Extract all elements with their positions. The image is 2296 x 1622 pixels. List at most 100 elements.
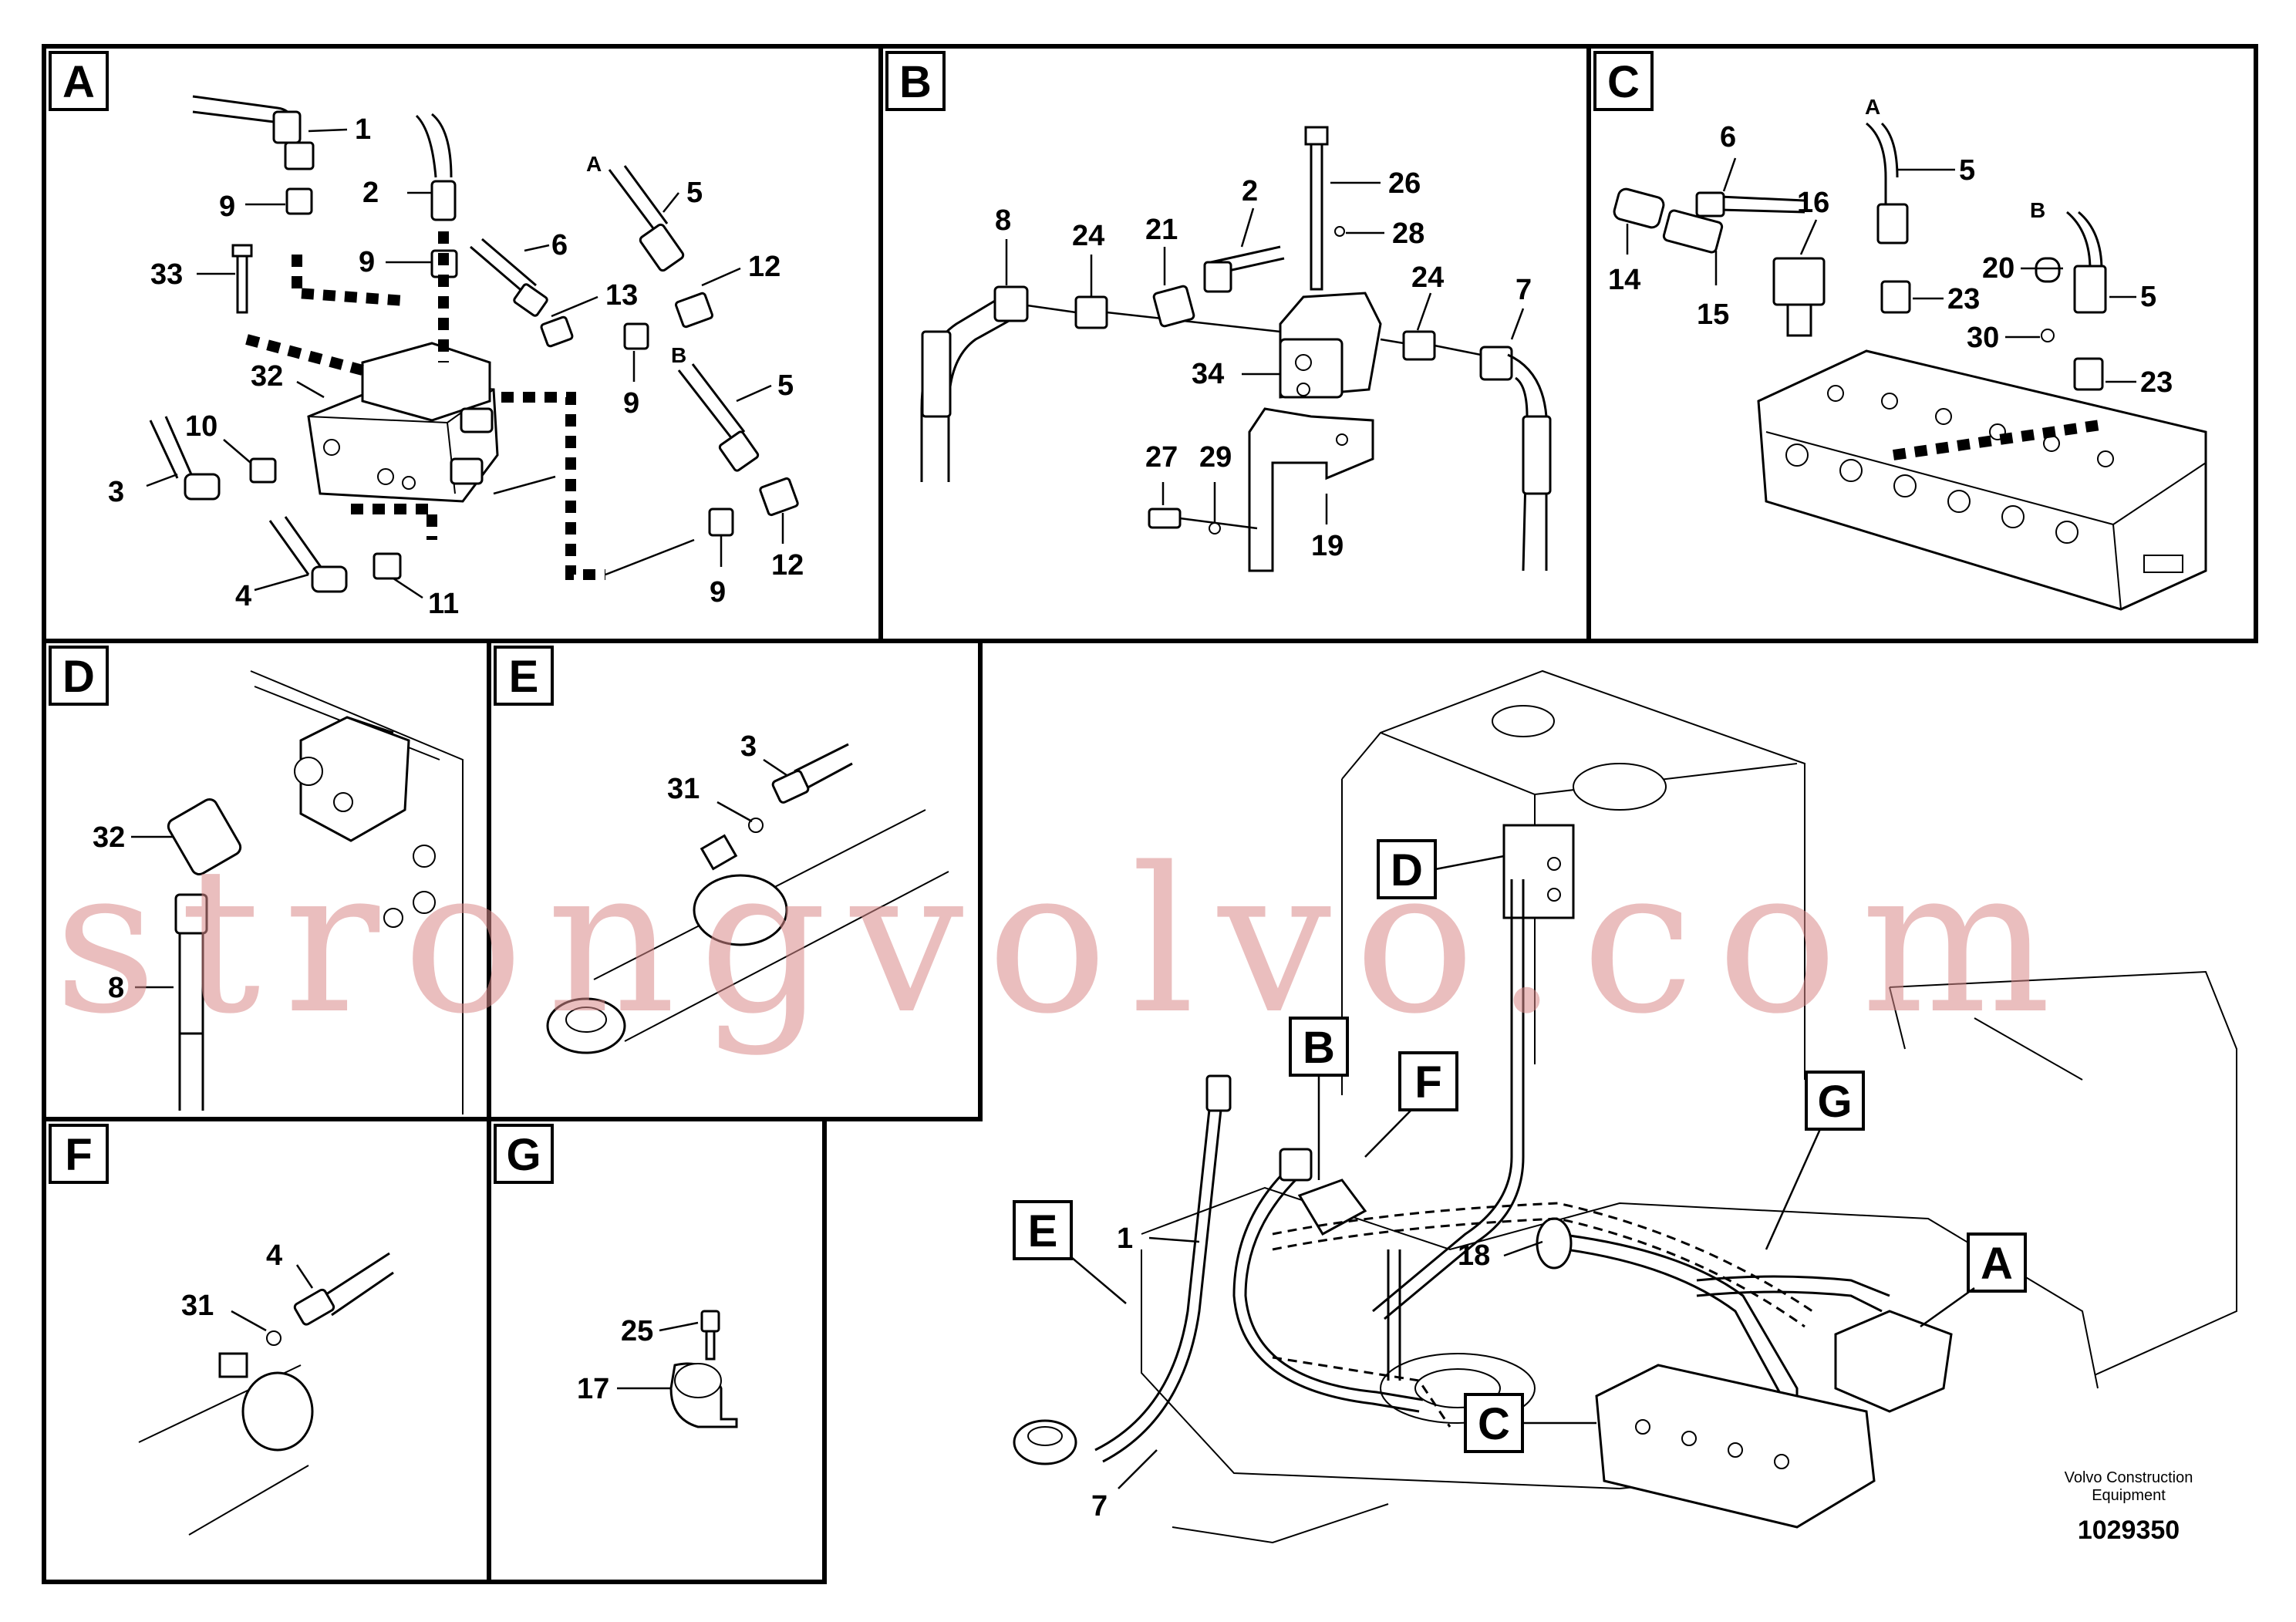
svg-text:31: 31 <box>667 773 700 805</box>
main-tag-d: D <box>1377 839 1505 899</box>
panel-a-drawing <box>149 95 799 593</box>
svg-text:23: 23 <box>2140 366 2173 399</box>
svg-text:D: D <box>1391 845 1423 895</box>
svg-text:24: 24 <box>1072 220 1104 252</box>
svg-text:7: 7 <box>1091 1490 1108 1523</box>
panel-f-frame <box>42 1117 491 1584</box>
svg-text:31: 31 <box>181 1290 214 1322</box>
svg-text:5: 5 <box>2140 281 2156 313</box>
svg-text:25: 25 <box>621 1315 653 1347</box>
svg-text:29: 29 <box>1199 441 1232 474</box>
svg-text:D: D <box>62 652 95 702</box>
svg-text:17: 17 <box>577 1373 609 1405</box>
svg-text:8: 8 <box>995 204 1011 237</box>
svg-text:12: 12 <box>748 251 781 283</box>
svg-text:8: 8 <box>108 972 124 1004</box>
svg-text:9: 9 <box>710 576 726 609</box>
panel-g-callouts: 25 17 <box>577 1315 699 1405</box>
svg-text:F: F <box>65 1130 92 1180</box>
svg-text:5: 5 <box>686 177 703 209</box>
panel-a-frame <box>42 44 883 643</box>
panel-g-drawing <box>669 1310 738 1428</box>
svg-text:12: 12 <box>771 549 804 582</box>
svg-text:23: 23 <box>1947 283 1980 315</box>
panel-g-frame <box>487 1117 827 1584</box>
svg-text:3: 3 <box>108 476 124 508</box>
panel-b-tag: B <box>885 51 946 111</box>
panel-g-tag: G <box>494 1124 554 1184</box>
panel-e-tag: E <box>494 646 554 706</box>
svg-text:A: A <box>62 57 95 107</box>
svg-text:5: 5 <box>1959 154 1975 187</box>
panel-b-frame <box>878 44 1591 643</box>
panel-c-tag: C <box>1593 51 1654 111</box>
main-callouts: 1 18 7 <box>1091 1222 1543 1523</box>
panel-c-callouts: 6 5 16 14 15 20 5 23 30 23 23 A B <box>1608 95 2173 399</box>
svg-text:33: 33 <box>150 258 183 291</box>
svg-text:28: 28 <box>1392 218 1424 250</box>
svg-text:B: B <box>899 57 932 107</box>
svg-text:Equipment: Equipment <box>2092 1487 2166 1504</box>
panel-d-callouts: 32 8 <box>93 821 174 1004</box>
svg-text:C: C <box>1478 1399 1510 1449</box>
svg-text:F: F <box>1414 1057 1441 1108</box>
svg-text:34: 34 <box>1192 358 1224 390</box>
panel-b-callouts: 26 2 28 8 24 21 24 7 34 27 29 19 <box>995 167 1532 562</box>
svg-text:9: 9 <box>623 387 639 420</box>
main-tag-e: E <box>1013 1200 1127 1304</box>
panel-a-tag: A <box>49 51 109 111</box>
svg-text:1: 1 <box>355 113 371 146</box>
svg-text:B: B <box>2030 198 2045 222</box>
svg-text:7: 7 <box>1515 274 1532 306</box>
main-tag-f: F <box>1364 1051 1458 1158</box>
svg-text:20: 20 <box>1982 252 2014 285</box>
watermark: strongvolvo.com <box>54 825 2074 1058</box>
svg-text:5: 5 <box>777 369 794 402</box>
svg-text:B: B <box>1303 1023 1335 1073</box>
main-assembly-drawing <box>1013 669 2237 1544</box>
panel-f-tag: F <box>49 1124 109 1184</box>
svg-text:21: 21 <box>1145 214 1178 246</box>
svg-text:27: 27 <box>1145 441 1178 474</box>
svg-text:4: 4 <box>266 1239 282 1272</box>
panel-a-callouts: 1 9 2 9 33 6 13 5 12 32 10 3 4 11 9 5 12… <box>108 113 804 620</box>
main-tag-c: C <box>1464 1393 1596 1453</box>
svg-text:Volvo Construction: Volvo Construction <box>2065 1469 2193 1486</box>
svg-text:11: 11 <box>428 588 459 620</box>
panel-e-callouts: 3 31 <box>667 730 787 823</box>
svg-text:16: 16 <box>1797 187 1829 219</box>
panel-b-drawing <box>920 126 1552 572</box>
svg-text:6: 6 <box>551 229 568 261</box>
drawing-number: 1029350 <box>2078 1516 2180 1545</box>
svg-text:24: 24 <box>1411 261 1444 294</box>
svg-text:E: E <box>509 652 539 702</box>
panel-e-drawing <box>546 743 949 1054</box>
main-tag-a: A <box>1920 1233 2027 1328</box>
svg-text:9: 9 <box>359 246 375 278</box>
svg-text:13: 13 <box>605 279 638 312</box>
svg-text:A: A <box>1981 1239 2013 1289</box>
svg-text:2: 2 <box>362 177 379 209</box>
svg-text:18: 18 <box>1458 1239 1490 1272</box>
main-tag-g: G <box>1765 1071 1865 1250</box>
svg-text:1: 1 <box>1117 1222 1133 1255</box>
panel-f-drawing <box>138 1252 394 1536</box>
svg-text:A: A <box>586 152 602 176</box>
svg-text:32: 32 <box>251 360 283 393</box>
panel-d-tag: D <box>49 646 109 706</box>
svg-text:32: 32 <box>93 821 125 854</box>
svg-text:9: 9 <box>219 191 235 223</box>
svg-text:A: A <box>1865 95 1880 119</box>
svg-text:19: 19 <box>1311 530 1344 562</box>
svg-text:2: 2 <box>1242 175 1258 207</box>
svg-text:30: 30 <box>1967 322 1999 354</box>
panel-c-drawing <box>1613 122 2207 611</box>
svg-text:10: 10 <box>185 410 217 443</box>
svg-text:B: B <box>671 343 686 367</box>
svg-text:E: E <box>1028 1206 1058 1256</box>
svg-text:G: G <box>1817 1077 1852 1127</box>
svg-text:15: 15 <box>1697 298 1729 331</box>
svg-text:3: 3 <box>740 730 757 763</box>
main-tag-b: B <box>1289 1017 1349 1180</box>
